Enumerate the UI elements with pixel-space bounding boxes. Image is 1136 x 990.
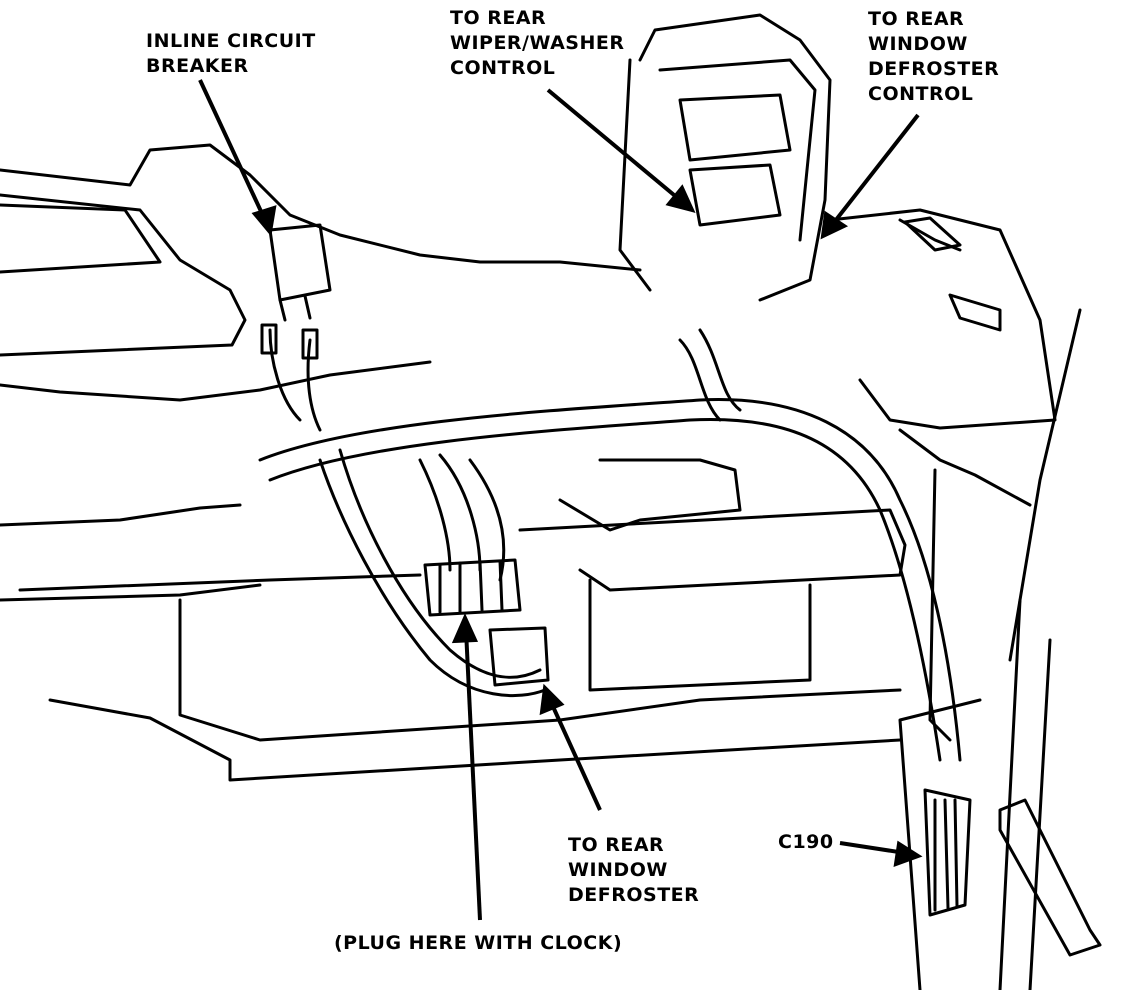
label-line: CONTROL	[868, 83, 974, 105]
label-rear-window-defroster: TO REAR WINDOW DEFROSTER	[568, 833, 699, 908]
label-connector-c190: C190	[778, 830, 834, 855]
label-line: BREAKER	[146, 55, 249, 77]
label-plug-with-clock: (PLUG HERE WITH CLOCK)	[334, 931, 622, 956]
label-line: CONTROL	[450, 57, 556, 79]
label-line: WINDOW	[568, 859, 668, 881]
label-line: WINDOW	[868, 33, 968, 55]
label-line: TO REAR	[450, 7, 547, 29]
label-line: (PLUG HERE WITH CLOCK)	[334, 932, 623, 954]
label-inline-circuit-breaker: INLINE CIRCUIT BREAKER	[146, 29, 316, 79]
wiring-harness	[258, 328, 962, 762]
label-line: WIPER/WASHER	[450, 32, 625, 54]
label-line: INLINE CIRCUIT	[146, 30, 316, 52]
label-rear-wiper-washer-control: TO REAR WIPER/WASHER CONTROL	[450, 6, 625, 81]
dashboard-outline	[0, 13, 1102, 990]
label-line: DEFROSTER	[568, 884, 700, 906]
label-rear-window-defroster-control: TO REAR WINDOW DEFROSTER CONTROL	[868, 7, 999, 107]
callout-arrows	[198, 79, 923, 921]
circuit-breaker	[260, 223, 332, 360]
label-line: C190	[778, 831, 834, 853]
connector-c190	[923, 788, 972, 917]
connector-block-center	[423, 558, 550, 687]
label-line: TO REAR	[868, 8, 965, 30]
label-line: DEFROSTER	[868, 58, 1000, 80]
label-line: TO REAR	[568, 834, 665, 856]
